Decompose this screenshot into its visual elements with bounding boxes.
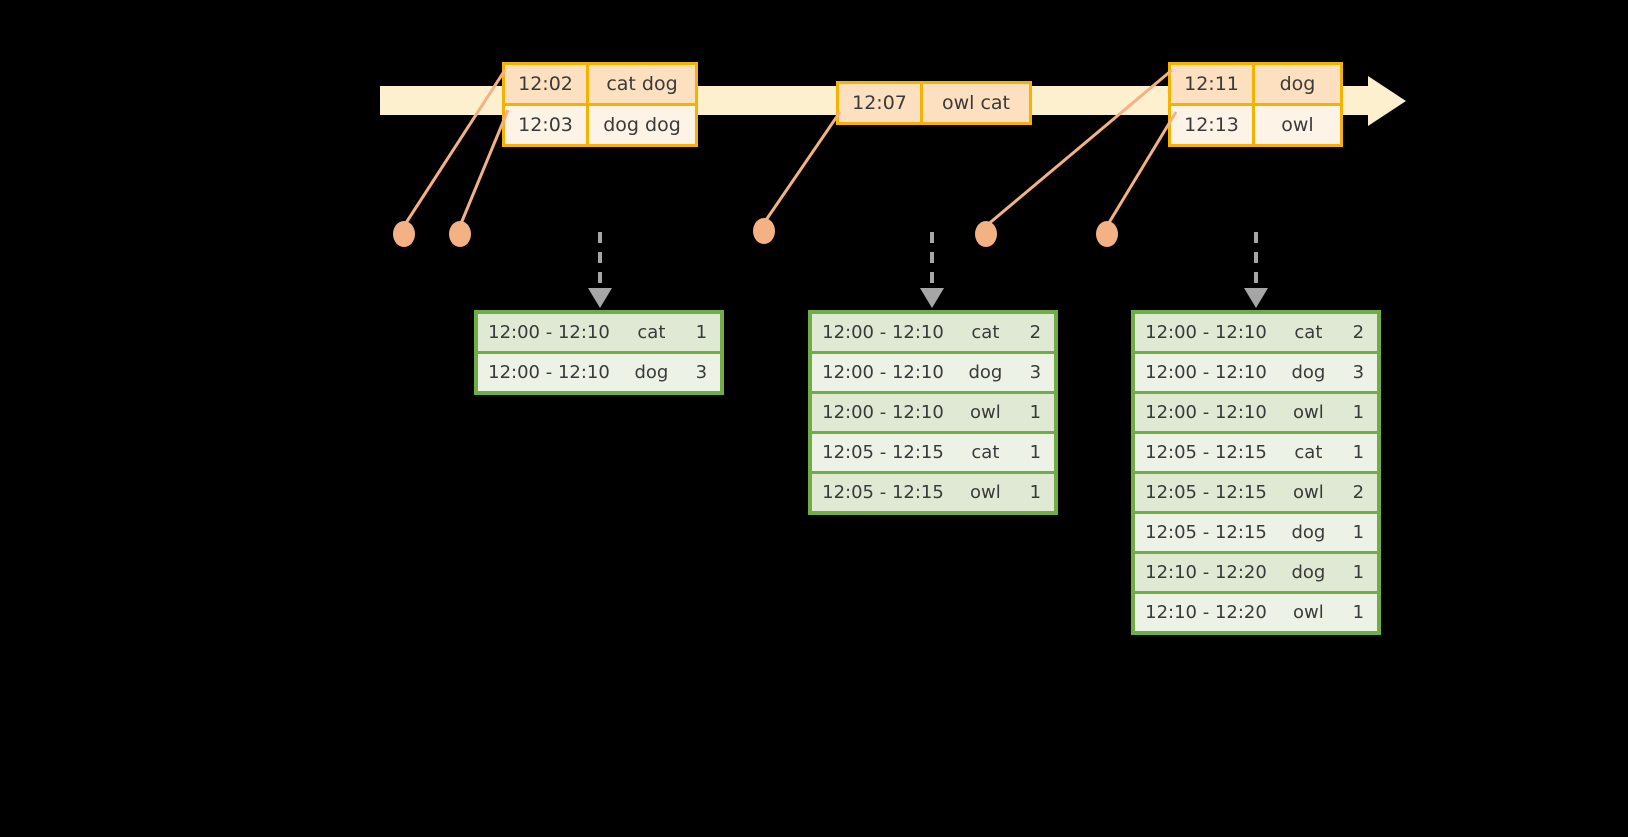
event-row[interactable]: 12:13 owl (1171, 103, 1340, 144)
cell-key: dog (634, 362, 669, 383)
table-row[interactable]: 12:05 - 12:15 cat 1 (1135, 434, 1377, 471)
cell-window: 12:00 - 12:10 (1145, 402, 1267, 423)
cell-count: 1 (1352, 602, 1365, 623)
cell-key: dog (1291, 522, 1326, 543)
cell-key: cat (1294, 322, 1323, 343)
event-row[interactable]: 12:07 owl cat (839, 84, 1029, 122)
event-box-1[interactable]: 12:02 cat dog 12:03 dog dog (502, 62, 698, 147)
arrow-head-icon-3 (1244, 288, 1268, 308)
cell-window: 12:10 - 12:20 (1145, 602, 1267, 623)
cell-window: 12:00 - 12:10 (1145, 322, 1267, 343)
cell-key: cat (637, 322, 666, 343)
cell-window: 12:00 - 12:10 (822, 402, 944, 423)
event-time: 12:13 (1171, 106, 1255, 144)
table-row[interactable]: 12:00 - 12:10 dog 3 (1135, 354, 1377, 391)
cell-key: cat (971, 322, 1000, 343)
timeline-arrow-head-icon (1368, 76, 1406, 126)
cell-count: 3 (695, 362, 708, 383)
cell-window: 12:00 - 12:10 (822, 362, 944, 383)
event-marker-1 (393, 221, 415, 247)
cell-window: 12:05 - 12:15 (1145, 522, 1267, 543)
arrow-head-icon-2 (920, 288, 944, 308)
event-marker-4 (975, 221, 997, 247)
event-row[interactable]: 12:11 dog (1171, 65, 1340, 103)
event-box-2[interactable]: 12:07 owl cat (836, 81, 1032, 125)
event-box-3[interactable]: 12:11 dog 12:13 owl (1168, 62, 1343, 147)
cell-count: 1 (1352, 402, 1365, 423)
table-row[interactable]: 12:05 - 12:15 owl 1 (812, 474, 1054, 511)
cell-count: 2 (1352, 322, 1365, 343)
event-marker-2 (449, 221, 471, 247)
cell-count: 1 (1352, 522, 1365, 543)
cell-window: 12:05 - 12:15 (1145, 482, 1267, 503)
event-row[interactable]: 12:02 cat dog (505, 65, 695, 103)
cell-window: 12:05 - 12:15 (1145, 442, 1267, 463)
event-words: owl (1281, 114, 1314, 136)
window-counts-table-1[interactable]: 12:00 - 12:10 cat 1 12:00 - 12:10 dog 3 (474, 310, 724, 395)
table-row[interactable]: 12:00 - 12:10 cat 2 (812, 314, 1054, 351)
cell-count: 1 (1352, 562, 1365, 583)
event-marker-3 (753, 218, 775, 244)
table-row[interactable]: 12:05 - 12:15 cat 1 (812, 434, 1054, 471)
table-row[interactable]: 12:00 - 12:10 cat 1 (478, 314, 720, 351)
cell-count: 2 (1029, 322, 1042, 343)
cell-key: owl (970, 482, 1001, 503)
event-time: 12:11 (1171, 65, 1255, 103)
event-words: cat dog (606, 73, 678, 95)
cell-window: 12:00 - 12:10 (488, 362, 610, 383)
cell-key: owl (1293, 482, 1324, 503)
event-words: owl cat (941, 92, 1011, 114)
event-time: 12:03 (505, 106, 589, 144)
table-row[interactable]: 12:00 - 12:10 owl 1 (812, 394, 1054, 431)
cell-key: cat (971, 442, 1000, 463)
cell-window: 12:00 - 12:10 (1145, 362, 1267, 383)
cell-count: 1 (1029, 442, 1042, 463)
dashed-arrows (598, 232, 1258, 288)
table-row[interactable]: 12:10 - 12:20 dog 1 (1135, 554, 1377, 591)
cell-window: 12:10 - 12:20 (1145, 562, 1267, 583)
cell-key: cat (1294, 442, 1323, 463)
connector-line-3 (762, 111, 842, 224)
table-row[interactable]: 12:10 - 12:20 owl 1 (1135, 594, 1377, 631)
cell-key: dog (968, 362, 1003, 383)
cell-count: 3 (1029, 362, 1042, 383)
event-marker-5 (1096, 221, 1118, 247)
connector-line-5 (1105, 111, 1178, 227)
table-row[interactable]: 12:00 - 12:10 dog 3 (812, 354, 1054, 391)
cell-key: owl (1293, 602, 1324, 623)
cell-count: 1 (695, 322, 708, 343)
cell-window: 12:00 - 12:10 (822, 322, 944, 343)
cell-key: owl (970, 402, 1001, 423)
table-row[interactable]: 12:05 - 12:15 dog 1 (1135, 514, 1377, 551)
dashed-arrow-heads (588, 288, 1268, 308)
cell-count: 1 (1029, 482, 1042, 503)
cell-count: 1 (1029, 402, 1042, 423)
cell-key: dog (1291, 562, 1326, 583)
cell-window: 12:00 - 12:10 (488, 322, 610, 343)
event-time: 12:07 (839, 84, 923, 122)
event-time: 12:02 (505, 65, 589, 103)
table-row[interactable]: 12:00 - 12:10 owl 1 (1135, 394, 1377, 431)
connector-line-2 (458, 109, 510, 227)
event-words: dog dog (603, 114, 681, 136)
cell-window: 12:05 - 12:15 (822, 482, 944, 503)
table-row[interactable]: 12:05 - 12:15 owl 2 (1135, 474, 1377, 511)
event-row[interactable]: 12:03 dog dog (505, 103, 695, 144)
event-words: dog (1279, 73, 1316, 95)
cell-key: owl (1293, 402, 1324, 423)
cell-window: 12:05 - 12:15 (822, 442, 944, 463)
arrow-head-icon-1 (588, 288, 612, 308)
cell-key: dog (1291, 362, 1326, 383)
cell-count: 1 (1352, 442, 1365, 463)
table-row[interactable]: 12:00 - 12:10 dog 3 (478, 354, 720, 391)
cell-count: 2 (1352, 482, 1365, 503)
table-row[interactable]: 12:00 - 12:10 cat 2 (1135, 314, 1377, 351)
cell-count: 3 (1352, 362, 1365, 383)
